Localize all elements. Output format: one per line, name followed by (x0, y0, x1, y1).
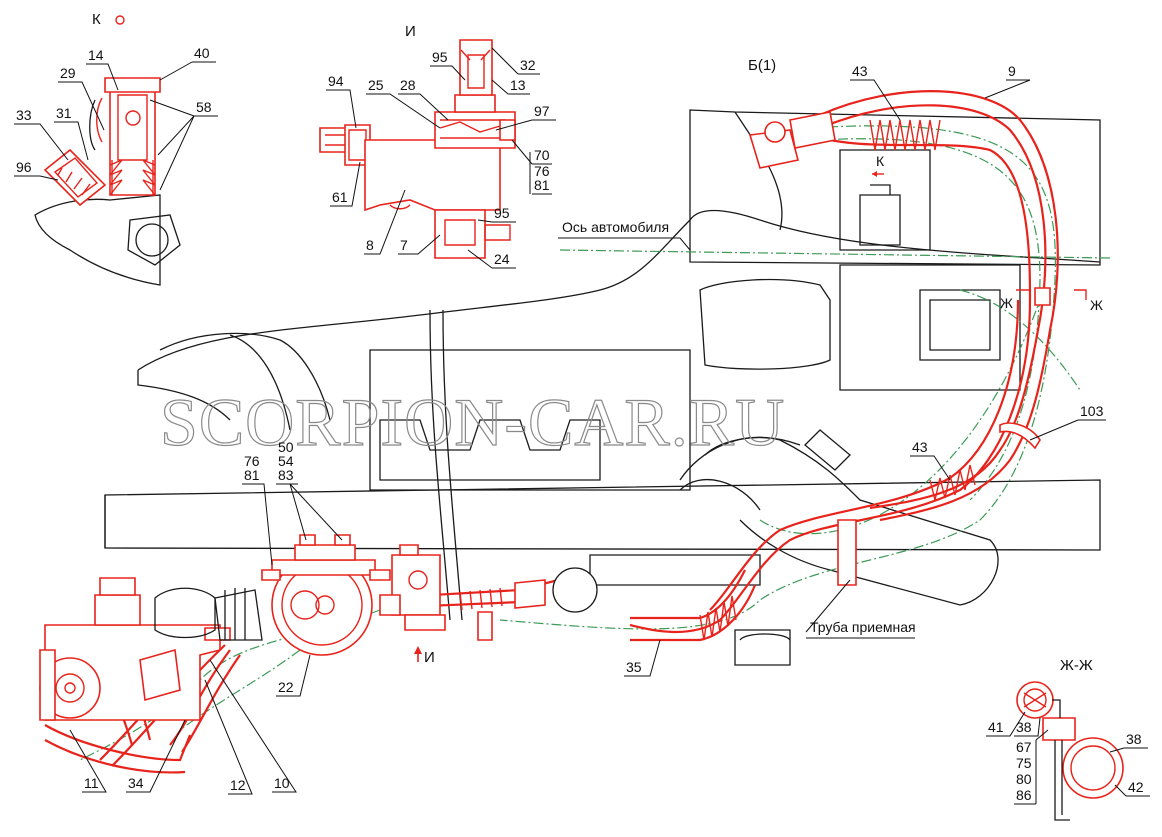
callout: 86 (1016, 787, 1032, 803)
callout: 76 (244, 453, 260, 469)
callout: 81 (244, 467, 260, 483)
section-zh-markers: Ж Ж (1000, 289, 1103, 313)
callout: 32 (520, 57, 536, 73)
callout: 76 (534, 163, 550, 179)
callout: 50 (278, 439, 294, 455)
callout: 42 (1128, 779, 1144, 795)
callouts-view-i: 95 32 13 94 25 28 97 70 76 81 61 95 8 7 … (326, 47, 556, 269)
hydraulic-hoses (44, 90, 1059, 774)
callout: 35 (626, 659, 642, 675)
view-i-detail (319, 39, 516, 259)
section-zh-left-label: Ж (1000, 295, 1013, 311)
callout: 34 (128, 775, 144, 791)
callout: 103 (1080, 403, 1104, 419)
view-k-marker-icon (115, 15, 125, 25)
callout: 41 (988, 719, 1004, 735)
callout: 33 (16, 107, 32, 123)
callout: 31 (56, 105, 72, 121)
callout: 29 (60, 65, 76, 81)
view-k-title: К (92, 11, 101, 28)
view-b1-title: Б(1) (748, 57, 776, 74)
callout: 81 (534, 177, 550, 193)
callout: 22 (278, 679, 294, 695)
watermark: SCORPION-CAR.RU (160, 384, 785, 460)
callout: 9 (1008, 63, 1016, 79)
hydraulic-components (39, 111, 836, 721)
callouts-view-k: 14 40 29 58 33 31 96 (14, 45, 218, 191)
callout: 38 (1016, 719, 1032, 735)
view-i-title: И (405, 23, 416, 40)
view-i-arrow-label: И (424, 649, 435, 666)
callout: 28 (400, 77, 416, 93)
section-zh-zh (1016, 681, 1124, 821)
view-i-arrow: И (414, 646, 435, 666)
callout: 7 (400, 237, 408, 253)
view-k-arrow-label: К (876, 153, 885, 169)
callout: 80 (1016, 771, 1032, 787)
callout: 8 (366, 237, 374, 253)
callout: 70 (534, 147, 550, 163)
callout: 13 (510, 77, 526, 93)
pipe-annotation: Труба приемная (805, 579, 916, 639)
callout: 40 (194, 45, 210, 61)
callout: 67 (1016, 739, 1032, 755)
callout: 25 (368, 77, 384, 93)
callout: 54 (278, 453, 294, 469)
callout: 11 (84, 775, 99, 791)
callout: 95 (432, 49, 448, 65)
view-k-arrow: К (872, 153, 885, 177)
callout: 43 (852, 63, 868, 79)
callout: 43 (912, 439, 928, 455)
callout: 12 (230, 777, 246, 793)
callout: 24 (494, 251, 510, 267)
callout: 95 (494, 205, 510, 221)
axis-label: Ось автомобиля (562, 219, 669, 235)
callout: 83 (278, 467, 294, 483)
callout: 10 (274, 775, 290, 791)
callout: 96 (16, 159, 32, 175)
callout: 58 (196, 99, 212, 115)
callout: 94 (328, 73, 344, 89)
callouts-main: 9 43 103 43 50 54 83 76 81 22 35 11 34 1… (69, 63, 1106, 795)
view-k-detail (34, 77, 181, 286)
section-zh-right-label: Ж (1090, 297, 1103, 313)
callout: 75 (1016, 755, 1032, 771)
section-zh-zh-title: Ж-Ж (1060, 657, 1093, 674)
callout: 14 (88, 47, 104, 63)
pipe-label: Труба приемная (810, 619, 916, 635)
callouts-section-zh: 41 38 67 75 80 86 38 42 (986, 711, 1150, 805)
callout: 97 (534, 103, 550, 119)
callout: 38 (1126, 731, 1142, 747)
axis-annotation: Ось автомобиля (558, 219, 691, 251)
callout: 61 (332, 189, 348, 205)
